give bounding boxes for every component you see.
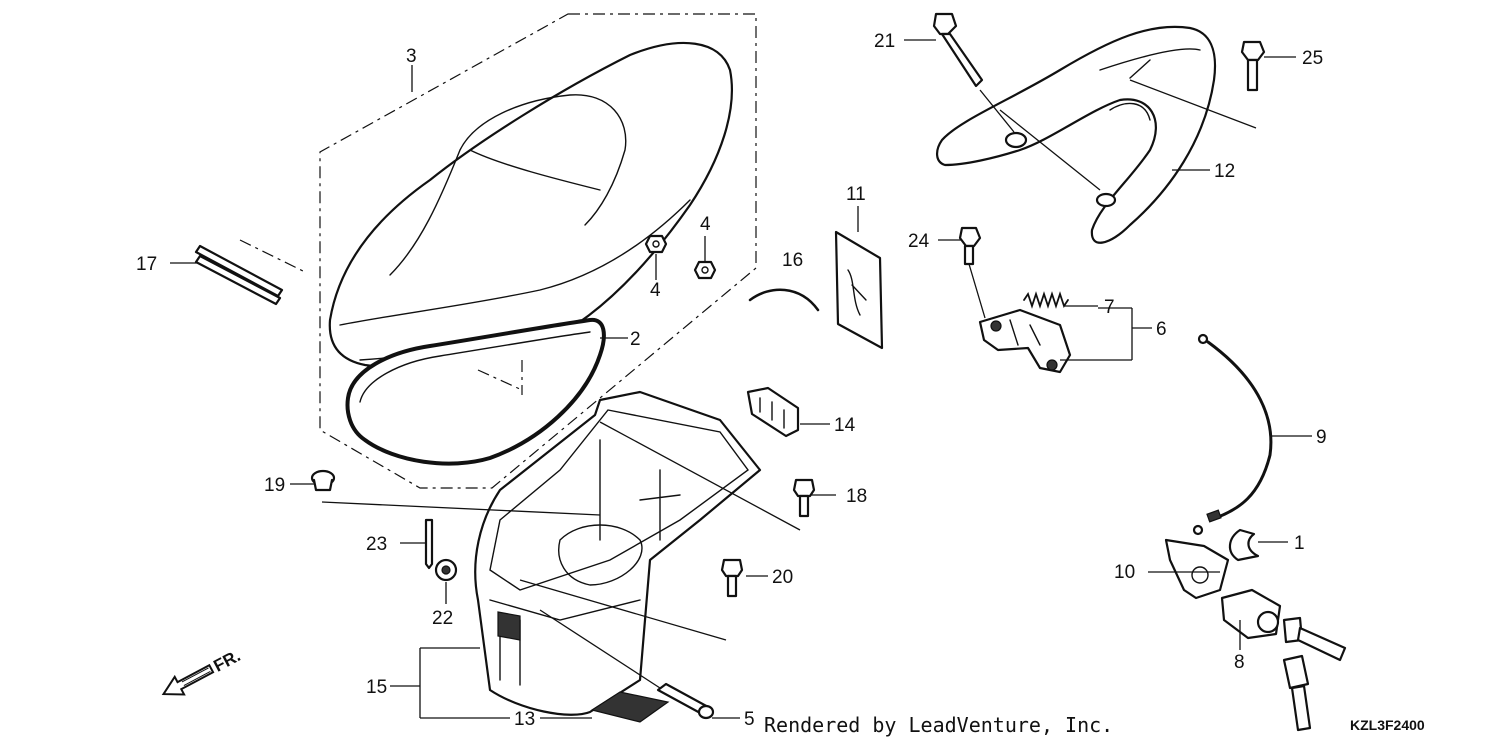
front-direction-arrow: FR. bbox=[161, 646, 244, 696]
rubber-pad[interactable] bbox=[746, 386, 800, 438]
wire-band[interactable] bbox=[748, 288, 820, 312]
hinge-rod[interactable] bbox=[194, 244, 284, 306]
pin-5[interactable] bbox=[656, 682, 715, 720]
key-cylinder-set[interactable] bbox=[1220, 588, 1347, 732]
label-4-upper: 4 bbox=[700, 214, 711, 235]
label-4-lower: 4 bbox=[650, 280, 661, 301]
clip-23[interactable] bbox=[424, 518, 434, 570]
front-label: FR. bbox=[210, 646, 243, 676]
seat[interactable] bbox=[328, 41, 733, 369]
seat-lock-cable[interactable] bbox=[1192, 333, 1273, 536]
label-24: 24 bbox=[908, 231, 930, 252]
lock-holder[interactable] bbox=[1164, 538, 1230, 600]
credit-text: Rendered by LeadVenture, Inc. bbox=[764, 713, 1113, 737]
label-5: 5 bbox=[744, 709, 755, 730]
nut-lower[interactable] bbox=[693, 260, 717, 280]
seat-assembly-outline bbox=[319, 13, 757, 489]
label-1: 1 bbox=[1294, 533, 1305, 554]
grommet[interactable] bbox=[310, 469, 336, 492]
bolt-25[interactable] bbox=[1240, 40, 1266, 92]
label-15: 15 bbox=[366, 677, 387, 698]
label-13: 13 bbox=[514, 709, 535, 730]
label-2: 2 bbox=[630, 329, 641, 350]
diagram-code: KZL3F2400 bbox=[1350, 717, 1425, 733]
label-12: 12 bbox=[1214, 161, 1235, 182]
label-19: 19 bbox=[264, 475, 285, 496]
label-22: 22 bbox=[432, 608, 453, 629]
nut-upper[interactable] bbox=[644, 234, 668, 254]
label-18: 18 bbox=[846, 486, 867, 507]
label-25: 25 bbox=[1302, 48, 1323, 69]
label-23: 23 bbox=[366, 534, 387, 555]
lock-spring[interactable] bbox=[1023, 291, 1069, 309]
bolt-20[interactable] bbox=[720, 558, 744, 598]
box-pad[interactable] bbox=[590, 691, 670, 723]
label-14: 14 bbox=[834, 415, 856, 436]
bolt-21[interactable] bbox=[932, 12, 984, 88]
luggage-box[interactable] bbox=[474, 390, 762, 716]
washer-22[interactable] bbox=[434, 558, 458, 582]
label-6: 6 bbox=[1156, 319, 1167, 340]
label-20: 20 bbox=[772, 567, 793, 588]
label-3: 3 bbox=[406, 46, 417, 67]
label-8: 8 bbox=[1234, 652, 1245, 673]
seat-seal[interactable] bbox=[345, 317, 606, 466]
seat-lock[interactable] bbox=[978, 308, 1072, 374]
rear-carrier[interactable] bbox=[936, 25, 1216, 244]
bolt-24[interactable] bbox=[958, 226, 982, 266]
label-17: 17 bbox=[136, 254, 157, 275]
cable-clip[interactable] bbox=[1228, 528, 1260, 562]
owners-manual[interactable] bbox=[834, 230, 884, 350]
label-11: 11 bbox=[846, 184, 866, 205]
label-10: 10 bbox=[1114, 562, 1135, 583]
bolt-18[interactable] bbox=[792, 478, 816, 518]
label-7: 7 bbox=[1104, 297, 1115, 318]
label-16: 16 bbox=[782, 250, 803, 271]
label-9: 9 bbox=[1316, 427, 1327, 448]
label-21: 21 bbox=[874, 31, 895, 52]
